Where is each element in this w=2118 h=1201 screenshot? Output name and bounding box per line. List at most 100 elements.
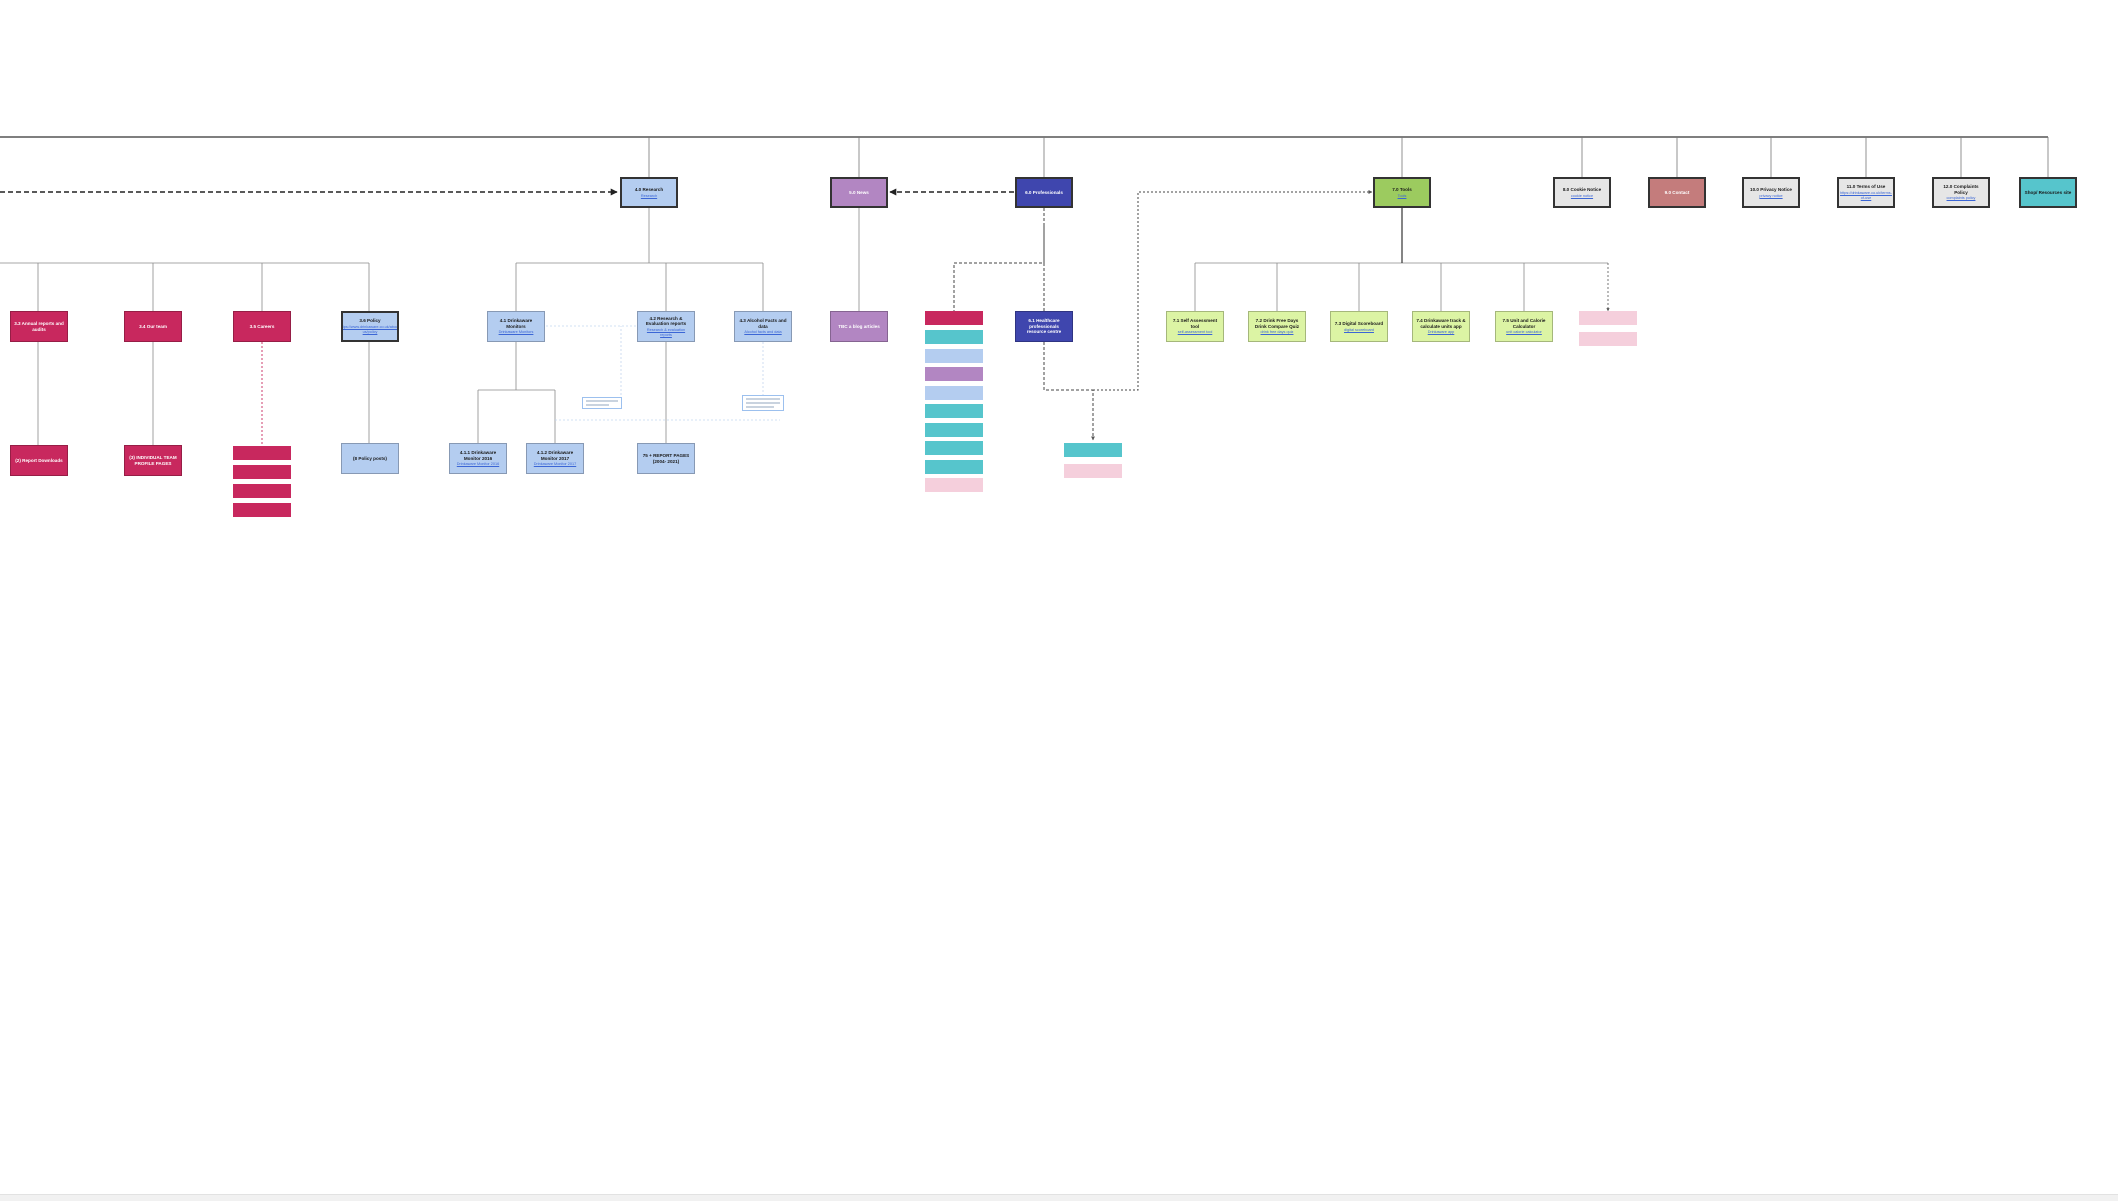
hcp-resource-centre-title: 6.1 Healthcare professionals resource ce… — [1026, 317, 1062, 335]
policy-posts-title: (8 Policy posts) — [353, 455, 387, 461]
privacy-notice-link[interactable]: privacy notice — [1759, 193, 1783, 198]
blog-articles-title: TBC a blog articles — [838, 323, 880, 329]
contact-node[interactable]: 9.0 Contact — [1648, 177, 1706, 208]
blog-articles-node[interactable]: TBC a blog articles — [830, 311, 888, 342]
monitor-2016-node[interactable]: 4.1.1 Drinkaware Monitor 2016 Drinkaware… — [449, 443, 507, 474]
placeholder-blue-block — [925, 349, 983, 363]
placeholder-magenta-block — [233, 465, 291, 479]
terms-of-use-node[interactable]: 11.0 Terms of Use https://drinkaware.co.… — [1837, 177, 1895, 208]
track-app-title: 7.4 Drinkaware track & calculate units a… — [1416, 317, 1466, 329]
careers-title: 3.5 Careers — [249, 323, 275, 329]
terms-of-use-title: 11.0 Terms of Use — [1846, 184, 1886, 190]
team-profile-pages-title: (3) INDIVIDUAL TEAM PROFILE PAGES — [129, 454, 177, 466]
complaints-policy-link[interactable]: complaints policy — [1946, 196, 1976, 201]
placeholder-pink-block — [925, 478, 983, 492]
research-link[interactable]: Research — [640, 193, 658, 198]
contact-title: 9.0 Contact — [1664, 189, 1690, 195]
shop-resources-node[interactable]: Shop/ Resources site — [2019, 177, 2077, 208]
tools-title: 7.0 Tools — [1392, 186, 1412, 192]
report-pages-node[interactable]: 75 + REPORT PAGES (2004- 2021) — [637, 443, 695, 474]
annual-reports-title: 3.3 Annual reports and audits — [14, 320, 64, 332]
digital-scoreboard-title: 7.3 Digital Scoreboard — [1334, 320, 1384, 326]
evaluation-reports-node[interactable]: 4.2 Research & Evaluation reports Resear… — [637, 311, 695, 342]
team-profile-pages-node[interactable]: (3) INDIVIDUAL TEAM PROFILE PAGES — [124, 445, 182, 476]
hcp-resource-centre-node[interactable]: 6.1 Healthcare professionals resource ce… — [1015, 311, 1073, 342]
placeholder-blue-block — [925, 386, 983, 400]
placeholder-teal-block — [925, 460, 983, 474]
monitor-2017-title: 4.1.2 Drinkaware Monitor 2017 — [536, 449, 574, 461]
drinkaware-monitors-title: 4.1 Drinkaware Monitors — [499, 317, 533, 329]
our-team-node[interactable]: 3.4 Our team — [124, 311, 182, 342]
track-app-link[interactable]: Drinkaware app — [1427, 330, 1455, 335]
digital-scoreboard-node[interactable]: 7.3 Digital Scoreboard digital scoreboar… — [1330, 311, 1388, 342]
privacy-notice-node[interactable]: 10.0 Privacy Notice privacy notice — [1742, 177, 1800, 208]
cookie-notice-link[interactable]: cookie notice — [1570, 193, 1594, 198]
careers-node[interactable]: 3.5 Careers — [233, 311, 291, 342]
cookie-notice-title: 8.0 Cookie Notice — [1562, 186, 1602, 192]
placeholder-teal-block — [925, 330, 983, 344]
drink-free-days-title: 7.2 Drink Free Days Drink Compare Quiz — [1254, 317, 1300, 329]
placeholder-teal-block — [1064, 443, 1122, 457]
report-downloads-node[interactable]: (2) Report Downloads — [10, 445, 68, 476]
annual-reports-node[interactable]: 3.3 Annual reports and audits — [10, 311, 68, 342]
placeholder-teal-block — [925, 423, 983, 437]
monitor-2017-node[interactable]: 4.1.2 Drinkaware Monitor 2017 Drinkaware… — [526, 443, 584, 474]
drink-free-days-link[interactable]: drink free days quiz — [1260, 330, 1294, 335]
drink-free-days-node[interactable]: 7.2 Drink Free Days Drink Compare Quiz d… — [1248, 311, 1306, 342]
shop-resources-title: Shop/ Resources site — [2024, 189, 2072, 195]
calorie-calculator-node[interactable]: 7.5 Unit and Calorie Calculator unit cal… — [1495, 311, 1553, 342]
placeholder-magenta-block — [233, 484, 291, 498]
canvas-bottom-bar — [0, 1194, 2118, 1201]
annotation-card — [582, 397, 622, 409]
policy-link[interactable]: https://www.drinkaware.co.uk/about-us/po… — [341, 325, 399, 334]
facts-and-data-title: 4.3 Alcohol Facts and data — [739, 317, 787, 329]
placeholder-pink-block — [1579, 311, 1637, 325]
monitor-2016-link[interactable]: Drinkaware Monitor 2016 — [456, 462, 500, 467]
monitor-2017-link[interactable]: Drinkaware Monitor 2017 — [533, 462, 577, 467]
drinkaware-monitors-link[interactable]: Drinkaware Monitors — [498, 330, 534, 335]
placeholder-pink-block — [1579, 332, 1637, 346]
research-node[interactable]: 4.0 Research Research — [620, 177, 678, 208]
calorie-calculator-title: 7.5 Unit and Calorie Calculator — [1502, 317, 1546, 329]
placeholder-pink-block — [1064, 464, 1122, 478]
cookie-notice-node[interactable]: 8.0 Cookie Notice cookie notice — [1553, 177, 1611, 208]
news-title: 5.0 News — [849, 189, 869, 195]
self-assessment-title: 7.1 Self Assessment tool — [1172, 317, 1218, 329]
placeholder-teal-block — [925, 404, 983, 418]
digital-scoreboard-link[interactable]: digital scoreboard — [1344, 327, 1374, 332]
annotation-card — [742, 395, 784, 411]
news-node[interactable]: 5.0 News — [830, 177, 888, 208]
research-title: 4.0 Research — [634, 186, 664, 192]
track-app-node[interactable]: 7.4 Drinkaware track & calculate units a… — [1412, 311, 1470, 342]
facts-and-data-node[interactable]: 4.3 Alcohol Facts and data Alcohol facts… — [734, 311, 792, 342]
complaints-policy-node[interactable]: 12.0 Complaints Policy complaints policy — [1932, 177, 1990, 208]
placeholder-magenta-block — [233, 446, 291, 460]
report-pages-title: 75 + REPORT PAGES (2004- 2021) — [642, 452, 690, 464]
complaints-policy-title: 12.0 Complaints Policy — [1943, 183, 1979, 195]
policy-node[interactable]: 3.6 Policy https://www.drinkaware.co.uk/… — [341, 311, 399, 342]
terms-of-use-link[interactable]: https://drinkaware.co.uk/terms-of-use — [1840, 191, 1892, 200]
drinkaware-monitors-node[interactable]: 4.1 Drinkaware Monitors Drinkaware Monit… — [487, 311, 545, 342]
report-downloads-title: (2) Report Downloads — [15, 457, 63, 463]
tools-link[interactable]: Tools — [1397, 193, 1407, 198]
tools-node[interactable]: 7.0 Tools Tools — [1373, 177, 1431, 208]
placeholder-teal-block — [925, 441, 983, 455]
professionals-node[interactable]: 6.0 Professionals — [1015, 177, 1073, 208]
professionals-title: 6.0 Professionals — [1025, 189, 1063, 195]
privacy-notice-title: 10.0 Privacy Notice — [1750, 186, 1792, 192]
evaluation-reports-link[interactable]: Research & evaluation reports — [646, 328, 686, 337]
our-team-title: 3.4 Our team — [139, 323, 167, 329]
self-assessment-link[interactable]: self-assessment tool — [1177, 330, 1213, 335]
placeholder-violet-block — [925, 367, 983, 381]
policy-posts-node[interactable]: (8 Policy posts) — [341, 443, 399, 474]
evaluation-reports-title: 4.2 Research & Evaluation reports — [645, 315, 687, 327]
facts-and-data-link[interactable]: Alcohol facts and data — [744, 330, 782, 335]
self-assessment-node[interactable]: 7.1 Self Assessment tool self-assessment… — [1166, 311, 1224, 342]
placeholder-magenta-block — [925, 311, 983, 325]
policy-title: 3.6 Policy — [359, 318, 381, 324]
placeholder-magenta-block — [233, 503, 291, 517]
monitor-2016-title: 4.1.1 Drinkaware Monitor 2016 — [459, 449, 497, 461]
calorie-calculator-link[interactable]: unit calorie calculator — [1506, 330, 1542, 335]
